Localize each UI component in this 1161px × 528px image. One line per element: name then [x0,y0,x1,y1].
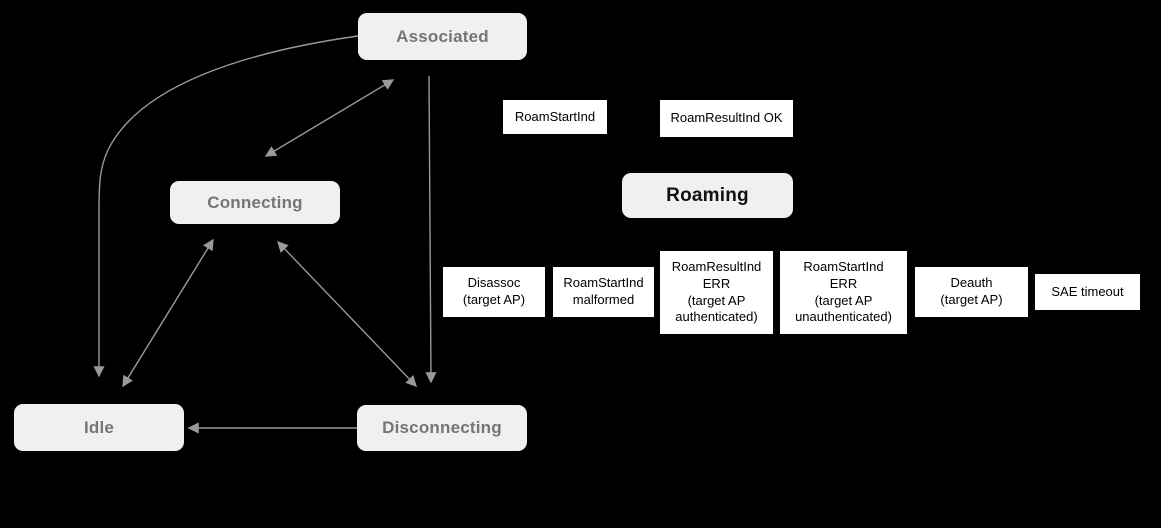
event-label-roam-start-ind: RoamStartInd [503,100,607,134]
arrow-associated-to-disconnecting [425,75,437,384]
arrow-connecting-idle [122,238,214,388]
event-label-disassoc-target-ap: Disassoc (target AP) [443,267,545,317]
arrow-associated-to-idle [93,35,359,378]
event-label-deauth-target-ap: Deauth (target AP) [915,267,1028,317]
state-connecting: Connecting [170,181,340,224]
event-label-roam-result-ind-err: RoamResultInd ERR (target AP authenticat… [660,251,773,334]
state-idle: Idle [14,404,184,451]
state-associated: Associated [358,13,527,60]
state-disconnecting: Disconnecting [357,405,527,451]
event-label-roam-result-ind-ok: RoamResultInd OK [660,100,793,137]
event-label-sae-timeout: SAE timeout [1035,274,1140,310]
event-label-roam-start-ind-malformed: RoamStartInd malformed [553,267,654,317]
arrow-associated-connecting [264,79,395,157]
arrow-connecting-disconnecting [277,240,417,388]
state-roaming: Roaming [622,173,793,218]
event-label-roam-start-ind-err: RoamStartInd ERR (target AP unauthentica… [780,251,907,334]
